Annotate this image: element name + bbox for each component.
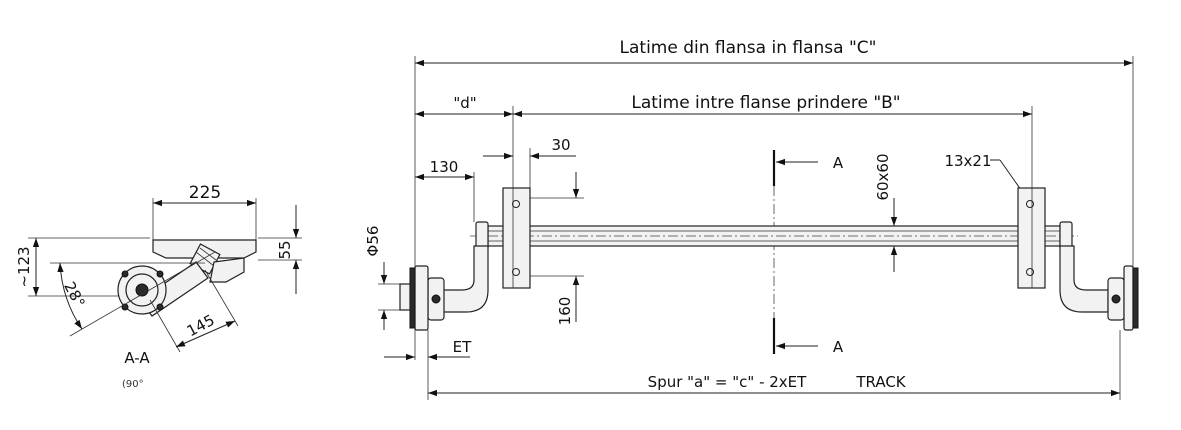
section-bolt-2 <box>156 270 164 278</box>
et-text: ET <box>453 338 472 356</box>
hub-left-cap <box>399 283 411 311</box>
dim-55-text: 55 <box>276 240 294 259</box>
dim-160-text: 160 <box>556 297 574 326</box>
mounting-hole-left-top <box>512 200 520 208</box>
dim-b-text: Latime intre flanse prindere "B" <box>631 93 900 113</box>
brake-drum-left <box>409 267 416 329</box>
section-title: A-A <box>124 349 150 367</box>
section-bolt-4 <box>156 303 164 311</box>
track-formula-text: Spur "a" = "c" - 2xET <box>648 373 807 391</box>
dim-145-line <box>175 320 236 348</box>
main-axle-view: Latime din flansa in flansa "C" Latime i… <box>364 38 1139 400</box>
dim-d-text: "d" <box>453 94 476 112</box>
mounting-hole-right-bottom <box>1026 268 1034 276</box>
dim-130-text: 130 <box>430 158 459 176</box>
flange-left <box>414 265 429 331</box>
dim-145-ext-left <box>149 299 181 353</box>
mounting-hole-right-top <box>1026 200 1034 208</box>
hub-right-nut <box>1111 294 1121 304</box>
section-tube-hatch-2 <box>199 247 217 261</box>
section-view-a-a: 225 ~123 55 28° <box>15 183 302 390</box>
dim-123-text: ~123 <box>15 246 33 287</box>
mounting-hole-left-bottom <box>512 268 520 276</box>
mounting-plate-right <box>1017 187 1046 289</box>
section-bolt-1 <box>121 270 129 278</box>
dim-60x60-text: 60x60 <box>874 153 892 200</box>
dim-225-text: 225 <box>189 183 221 203</box>
section-note: (90° <box>122 379 144 390</box>
swing-arm-right <box>1059 245 1109 313</box>
brake-drum-right <box>1132 267 1139 329</box>
dim-56-text: Φ56 <box>364 226 382 257</box>
angle-28-arc <box>57 262 83 330</box>
cut-label-bottom: A <box>833 338 844 356</box>
track-text: TRACK <box>855 373 906 391</box>
swing-arm-left <box>441 245 489 313</box>
cut-label-top: A <box>833 154 844 172</box>
flange-right <box>1123 265 1134 331</box>
angle-ref-arm-axis <box>69 251 216 337</box>
angle-28-text: 28° <box>60 279 88 311</box>
holes-callout-text: 13x21 <box>944 152 991 170</box>
mounting-plate-left <box>502 187 531 289</box>
hub-left-nut <box>431 294 441 304</box>
section-tube-hatch-1 <box>195 251 215 267</box>
dim-145-ext-right <box>204 269 239 327</box>
dim-c-text: Latime din flansa in flansa "C" <box>620 38 877 58</box>
dim-30-text: 30 <box>551 136 570 154</box>
section-bracket <box>209 257 245 283</box>
